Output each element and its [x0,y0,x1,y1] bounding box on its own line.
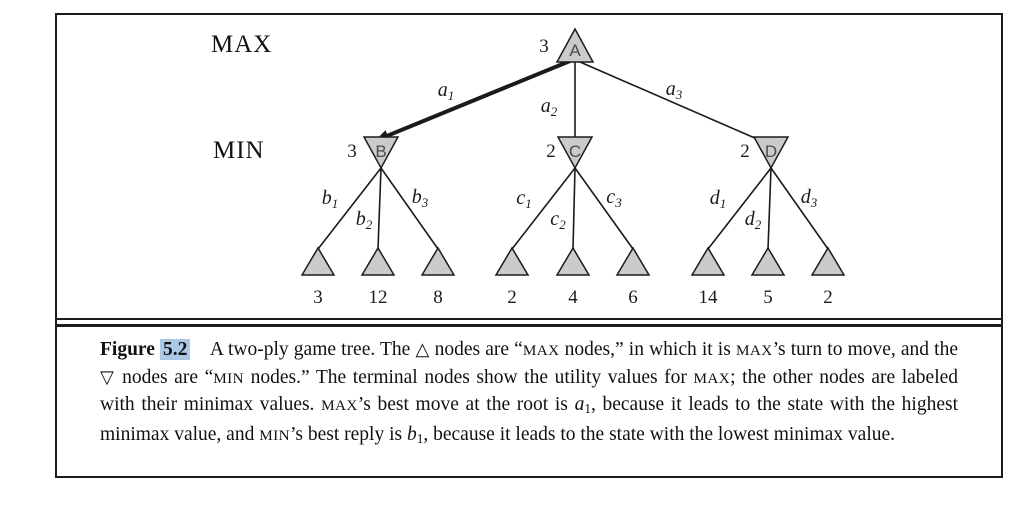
caption-text: a [574,394,585,415]
caption-text: nodes are “ [429,339,523,360]
caption-text: ; the other nodes are labeled with their… [100,367,959,415]
caption-text: MAX [321,397,358,414]
caption-text: ’s turn to move, and the [772,339,958,360]
caption-text: A two-ply game tree. The [209,339,416,360]
figure-label: Figure [100,339,155,360]
caption-text: MAX [735,342,773,359]
figure-box [55,13,1003,478]
caption-text: 1 [416,430,424,446]
figure-caption: Figure 5.2 A two-ply game tree. The △ no… [100,336,958,452]
divider-double-rule [55,318,1003,327]
caption-text: MIN [213,370,244,387]
caption-text: nodes,” in which it is [559,339,736,360]
caption-text: MAX [693,370,731,387]
caption-text: nodes are “ [115,367,214,388]
caption-text: ’s best reply is [289,423,407,445]
caption-text: , because it leads to the state with the… [100,394,959,445]
caption-text: , because it leads to the state with the… [423,423,896,445]
figure-number: 5.2 [160,339,191,360]
caption-text: MIN [259,426,290,444]
caption-text: ’s best move at the root is [357,394,575,415]
min-triangle-glyph: ▽ [100,367,116,387]
caption-text: MAX [522,342,560,359]
max-triangle-glyph: △ [415,339,430,359]
caption-text [190,339,210,360]
caption-text: nodes.” The terminal nodes show the util… [244,367,694,388]
caption-text: 1 [584,400,591,416]
caption-text: b [406,423,417,445]
